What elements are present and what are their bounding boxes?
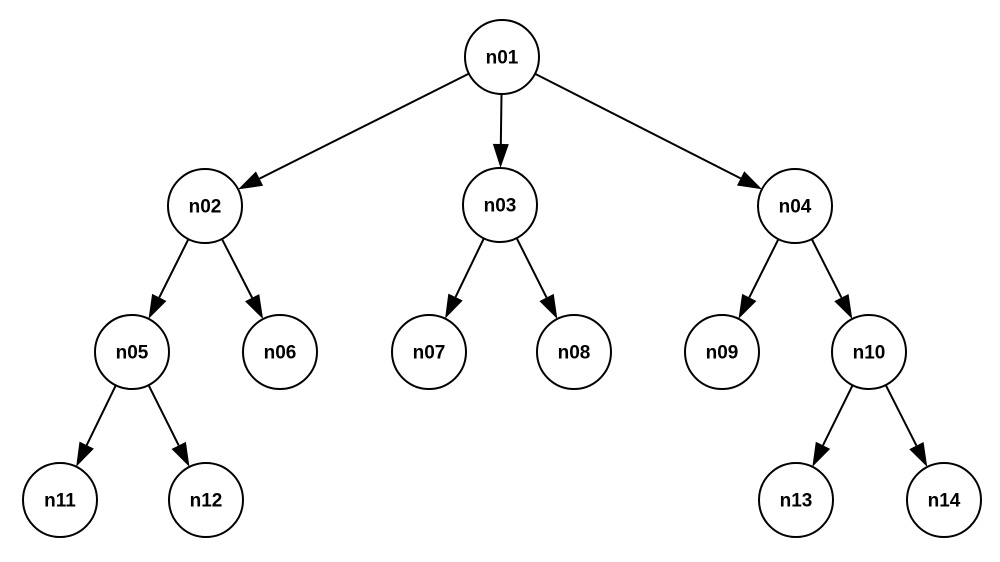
arrowhead-n03-n07 <box>445 293 463 319</box>
arrowhead-n01-n02 <box>238 171 264 190</box>
node-label-n09: n09 <box>706 343 739 364</box>
node-circle-n14 <box>906 462 982 538</box>
node-circle-n01 <box>464 19 540 95</box>
edge-n02-n05 <box>158 238 190 298</box>
edge-n01-n03 <box>499 93 503 145</box>
edge-n05-n12 <box>147 384 180 446</box>
edge-n10-n14 <box>884 384 918 447</box>
node-circle-n12 <box>168 462 244 538</box>
arrowhead-n10-n13 <box>812 441 831 467</box>
node-circle-n08 <box>536 314 612 390</box>
arrowhead-n03-n08 <box>539 293 558 319</box>
edge-n02-n06 <box>221 238 254 299</box>
edge-n10-n13 <box>822 384 854 446</box>
arrowhead-n01-n04 <box>737 171 763 190</box>
node-circle-n04 <box>757 168 833 244</box>
arrowhead-n04-n10 <box>834 293 853 319</box>
arrowhead-n05-n12 <box>171 441 190 467</box>
arrowhead-n05-n11 <box>76 441 94 467</box>
node-circle-n11 <box>22 462 98 538</box>
node-circle-n06 <box>242 314 318 390</box>
node-label-n14: n14 <box>928 491 961 512</box>
node-label-n07: n07 <box>413 343 446 364</box>
arrowhead-n10-n14 <box>909 441 928 467</box>
node-label-n01: n01 <box>486 48 519 69</box>
edge-n01-n02 <box>259 72 470 180</box>
arrowhead-n04-n09 <box>738 293 757 319</box>
node-label-n02: n02 <box>189 197 222 218</box>
node-circle-n09 <box>684 314 760 390</box>
edge-n03-n08 <box>515 237 548 298</box>
node-label-n13: n13 <box>780 491 813 512</box>
node-circle-n03 <box>462 167 538 243</box>
arrowhead-n02-n05 <box>148 293 167 319</box>
edge-n04-n09 <box>748 238 780 298</box>
arrowhead-n01-n03 <box>492 143 509 169</box>
node-label-n03: n03 <box>484 196 517 217</box>
edge-n05-n11 <box>85 384 117 446</box>
arrowhead-n02-n06 <box>245 294 264 320</box>
node-label-n05: n05 <box>116 343 149 364</box>
node-circle-n05 <box>94 314 170 390</box>
edge-n04-n10 <box>810 238 843 299</box>
node-circle-n10 <box>831 314 907 390</box>
node-label-n04: n04 <box>779 197 812 218</box>
node-circle-n07 <box>391 314 467 390</box>
edge-n03-n07 <box>454 237 485 298</box>
edge-n01-n04 <box>534 72 742 180</box>
node-label-n12: n12 <box>190 491 223 512</box>
node-label-n11: n11 <box>44 491 76 512</box>
node-label-n08: n08 <box>558 343 591 364</box>
node-label-n06: n06 <box>264 343 297 364</box>
node-circle-n02 <box>167 168 243 244</box>
node-circle-n13 <box>758 462 834 538</box>
node-label-n10: n10 <box>853 343 886 364</box>
